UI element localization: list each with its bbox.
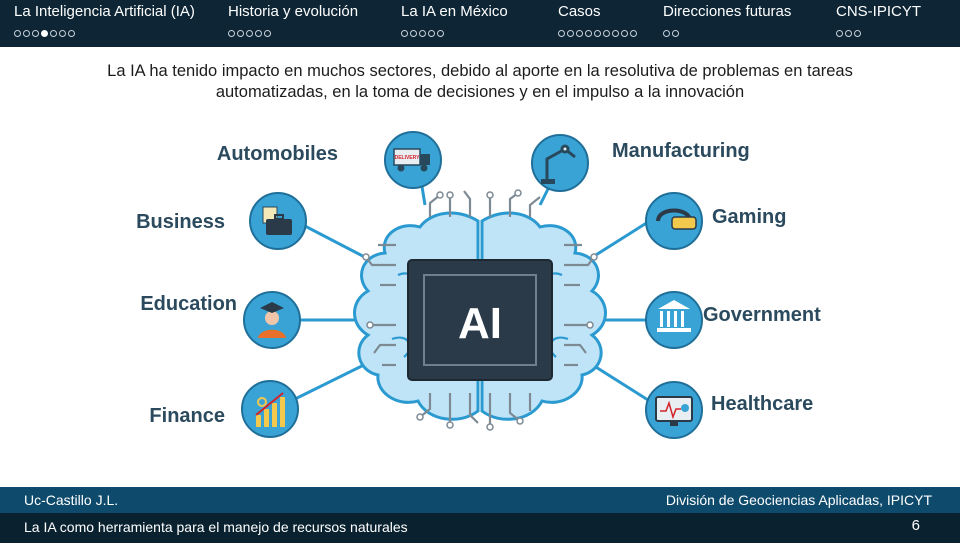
sector-education bbox=[243, 291, 301, 349]
label-government: Government bbox=[703, 304, 821, 326]
slide-dot[interactable] bbox=[41, 30, 48, 37]
slide-headline: La IA ha tenido impacto en muchos sector… bbox=[0, 61, 960, 103]
slide-dot[interactable] bbox=[663, 30, 670, 37]
nav-slide-dots bbox=[228, 24, 358, 37]
label-healthcare: Healthcare bbox=[711, 393, 813, 415]
slide-dot[interactable] bbox=[23, 30, 30, 37]
slide-dot[interactable] bbox=[576, 30, 583, 37]
slide-dot[interactable] bbox=[59, 30, 66, 37]
slide-dot[interactable] bbox=[630, 30, 637, 37]
robotic-arm-icon bbox=[541, 144, 576, 184]
label-business: Business bbox=[136, 211, 225, 233]
footer-author-bar: Uc-Castillo J.L. División de Geociencias… bbox=[0, 487, 960, 513]
slide-dot[interactable] bbox=[621, 30, 628, 37]
slide-dot[interactable] bbox=[612, 30, 619, 37]
medical-monitor-icon bbox=[655, 396, 693, 426]
slide-dot[interactable] bbox=[68, 30, 75, 37]
sector-gaming bbox=[645, 192, 703, 250]
nav-section-cns[interactable]: CNS-IPICYT bbox=[836, 3, 922, 37]
growth-chart-icon bbox=[255, 392, 285, 427]
slide-dot[interactable] bbox=[558, 30, 565, 37]
nav-slide-dots bbox=[558, 24, 639, 37]
government-building-icon bbox=[657, 300, 691, 332]
nav-section-title[interactable]: La Inteligencia Artificial (IA) bbox=[14, 3, 195, 20]
slide-dot[interactable] bbox=[32, 30, 39, 37]
slide-dot[interactable] bbox=[672, 30, 679, 37]
nav-section-casos[interactable]: Casos bbox=[558, 3, 639, 37]
slide-dot[interactable] bbox=[437, 30, 444, 37]
slide-dot[interactable] bbox=[854, 30, 861, 37]
ai-chip-label: AI bbox=[458, 299, 502, 348]
nav-section-futuras[interactable]: Direcciones futuras bbox=[663, 3, 792, 37]
label-manufacturing: Manufacturing bbox=[612, 140, 750, 162]
nav-section-title[interactable]: Direcciones futuras bbox=[663, 3, 792, 20]
ai-chip bbox=[407, 259, 553, 381]
slide-dot[interactable] bbox=[264, 30, 271, 37]
label-finance: Finance bbox=[149, 405, 225, 427]
slide-dot[interactable] bbox=[594, 30, 601, 37]
footer-title-bar: La IA como herramienta para el manejo de… bbox=[0, 513, 960, 543]
sector-government bbox=[645, 291, 703, 349]
slide-dot[interactable] bbox=[428, 30, 435, 37]
slide-dot[interactable] bbox=[836, 30, 843, 37]
sector-business bbox=[249, 192, 307, 250]
nav-section-historia[interactable]: Historia y evolución bbox=[228, 3, 359, 37]
slide-dot[interactable] bbox=[228, 30, 235, 37]
slide-dot[interactable] bbox=[845, 30, 852, 37]
label-education: Education bbox=[140, 293, 237, 315]
slide-dot[interactable] bbox=[603, 30, 610, 37]
nav-slide-dots bbox=[14, 24, 195, 37]
graduate-icon bbox=[258, 302, 286, 338]
nav-section-title[interactable]: CNS-IPICYT bbox=[836, 3, 922, 20]
nav-section-title[interactable]: Casos bbox=[558, 3, 601, 20]
ai-sectors-diagram: AI DELIVERY bbox=[136, 131, 821, 439]
nav-section-title[interactable]: Historia y evolución bbox=[228, 3, 359, 20]
footer-page-number: 6 bbox=[911, 517, 920, 534]
nav-section-ia[interactable]: La Inteligencia Artificial (IA) bbox=[14, 3, 195, 37]
slide-dot[interactable] bbox=[50, 30, 57, 37]
circuit-traces bbox=[365, 190, 595, 427]
headline-line-1: La IA ha tenido impacto en muchos sector… bbox=[107, 62, 853, 80]
footer-institution: División de Geociencias Aplicadas, IPICY… bbox=[665, 492, 932, 508]
nav-slide-dots bbox=[663, 24, 791, 37]
sector-automobiles: DELIVERY bbox=[384, 131, 442, 189]
slide-dot[interactable] bbox=[401, 30, 408, 37]
sector-healthcare bbox=[645, 381, 703, 439]
brain-graphic: AI bbox=[353, 189, 607, 431]
slide-dot[interactable] bbox=[585, 30, 592, 37]
slide-dot[interactable] bbox=[410, 30, 417, 37]
slide-dot[interactable] bbox=[246, 30, 253, 37]
footer-presentation-title: La IA como herramienta para el manejo de… bbox=[24, 519, 408, 535]
slide-dot[interactable] bbox=[237, 30, 244, 37]
slide-dot[interactable] bbox=[419, 30, 426, 37]
label-gaming: Gaming bbox=[712, 206, 786, 228]
vr-headset-icon bbox=[656, 208, 697, 230]
nav-section-mexico[interactable]: La IA en México bbox=[401, 3, 508, 37]
slide-dot[interactable] bbox=[255, 30, 262, 37]
headline-line-2: automatizadas, en la toma de decisiones … bbox=[215, 83, 745, 101]
briefcase-icon bbox=[262, 206, 292, 235]
sector-manufacturing bbox=[531, 134, 589, 192]
label-automobiles: Automobiles bbox=[217, 143, 338, 165]
nav-slide-dots bbox=[401, 24, 508, 37]
truck-text: DELIVERY bbox=[395, 155, 420, 161]
delivery-truck-icon: DELIVERY bbox=[393, 148, 430, 172]
footer-author: Uc-Castillo J.L. bbox=[24, 492, 119, 508]
sector-finance bbox=[241, 380, 299, 438]
nav-section-title[interactable]: La IA en México bbox=[401, 3, 508, 20]
nav-slide-dots bbox=[836, 24, 921, 37]
slide-dot[interactable] bbox=[567, 30, 574, 37]
slide-dot[interactable] bbox=[14, 30, 21, 37]
section-navigation: La Inteligencia Artificial (IA) Historia… bbox=[0, 0, 960, 47]
